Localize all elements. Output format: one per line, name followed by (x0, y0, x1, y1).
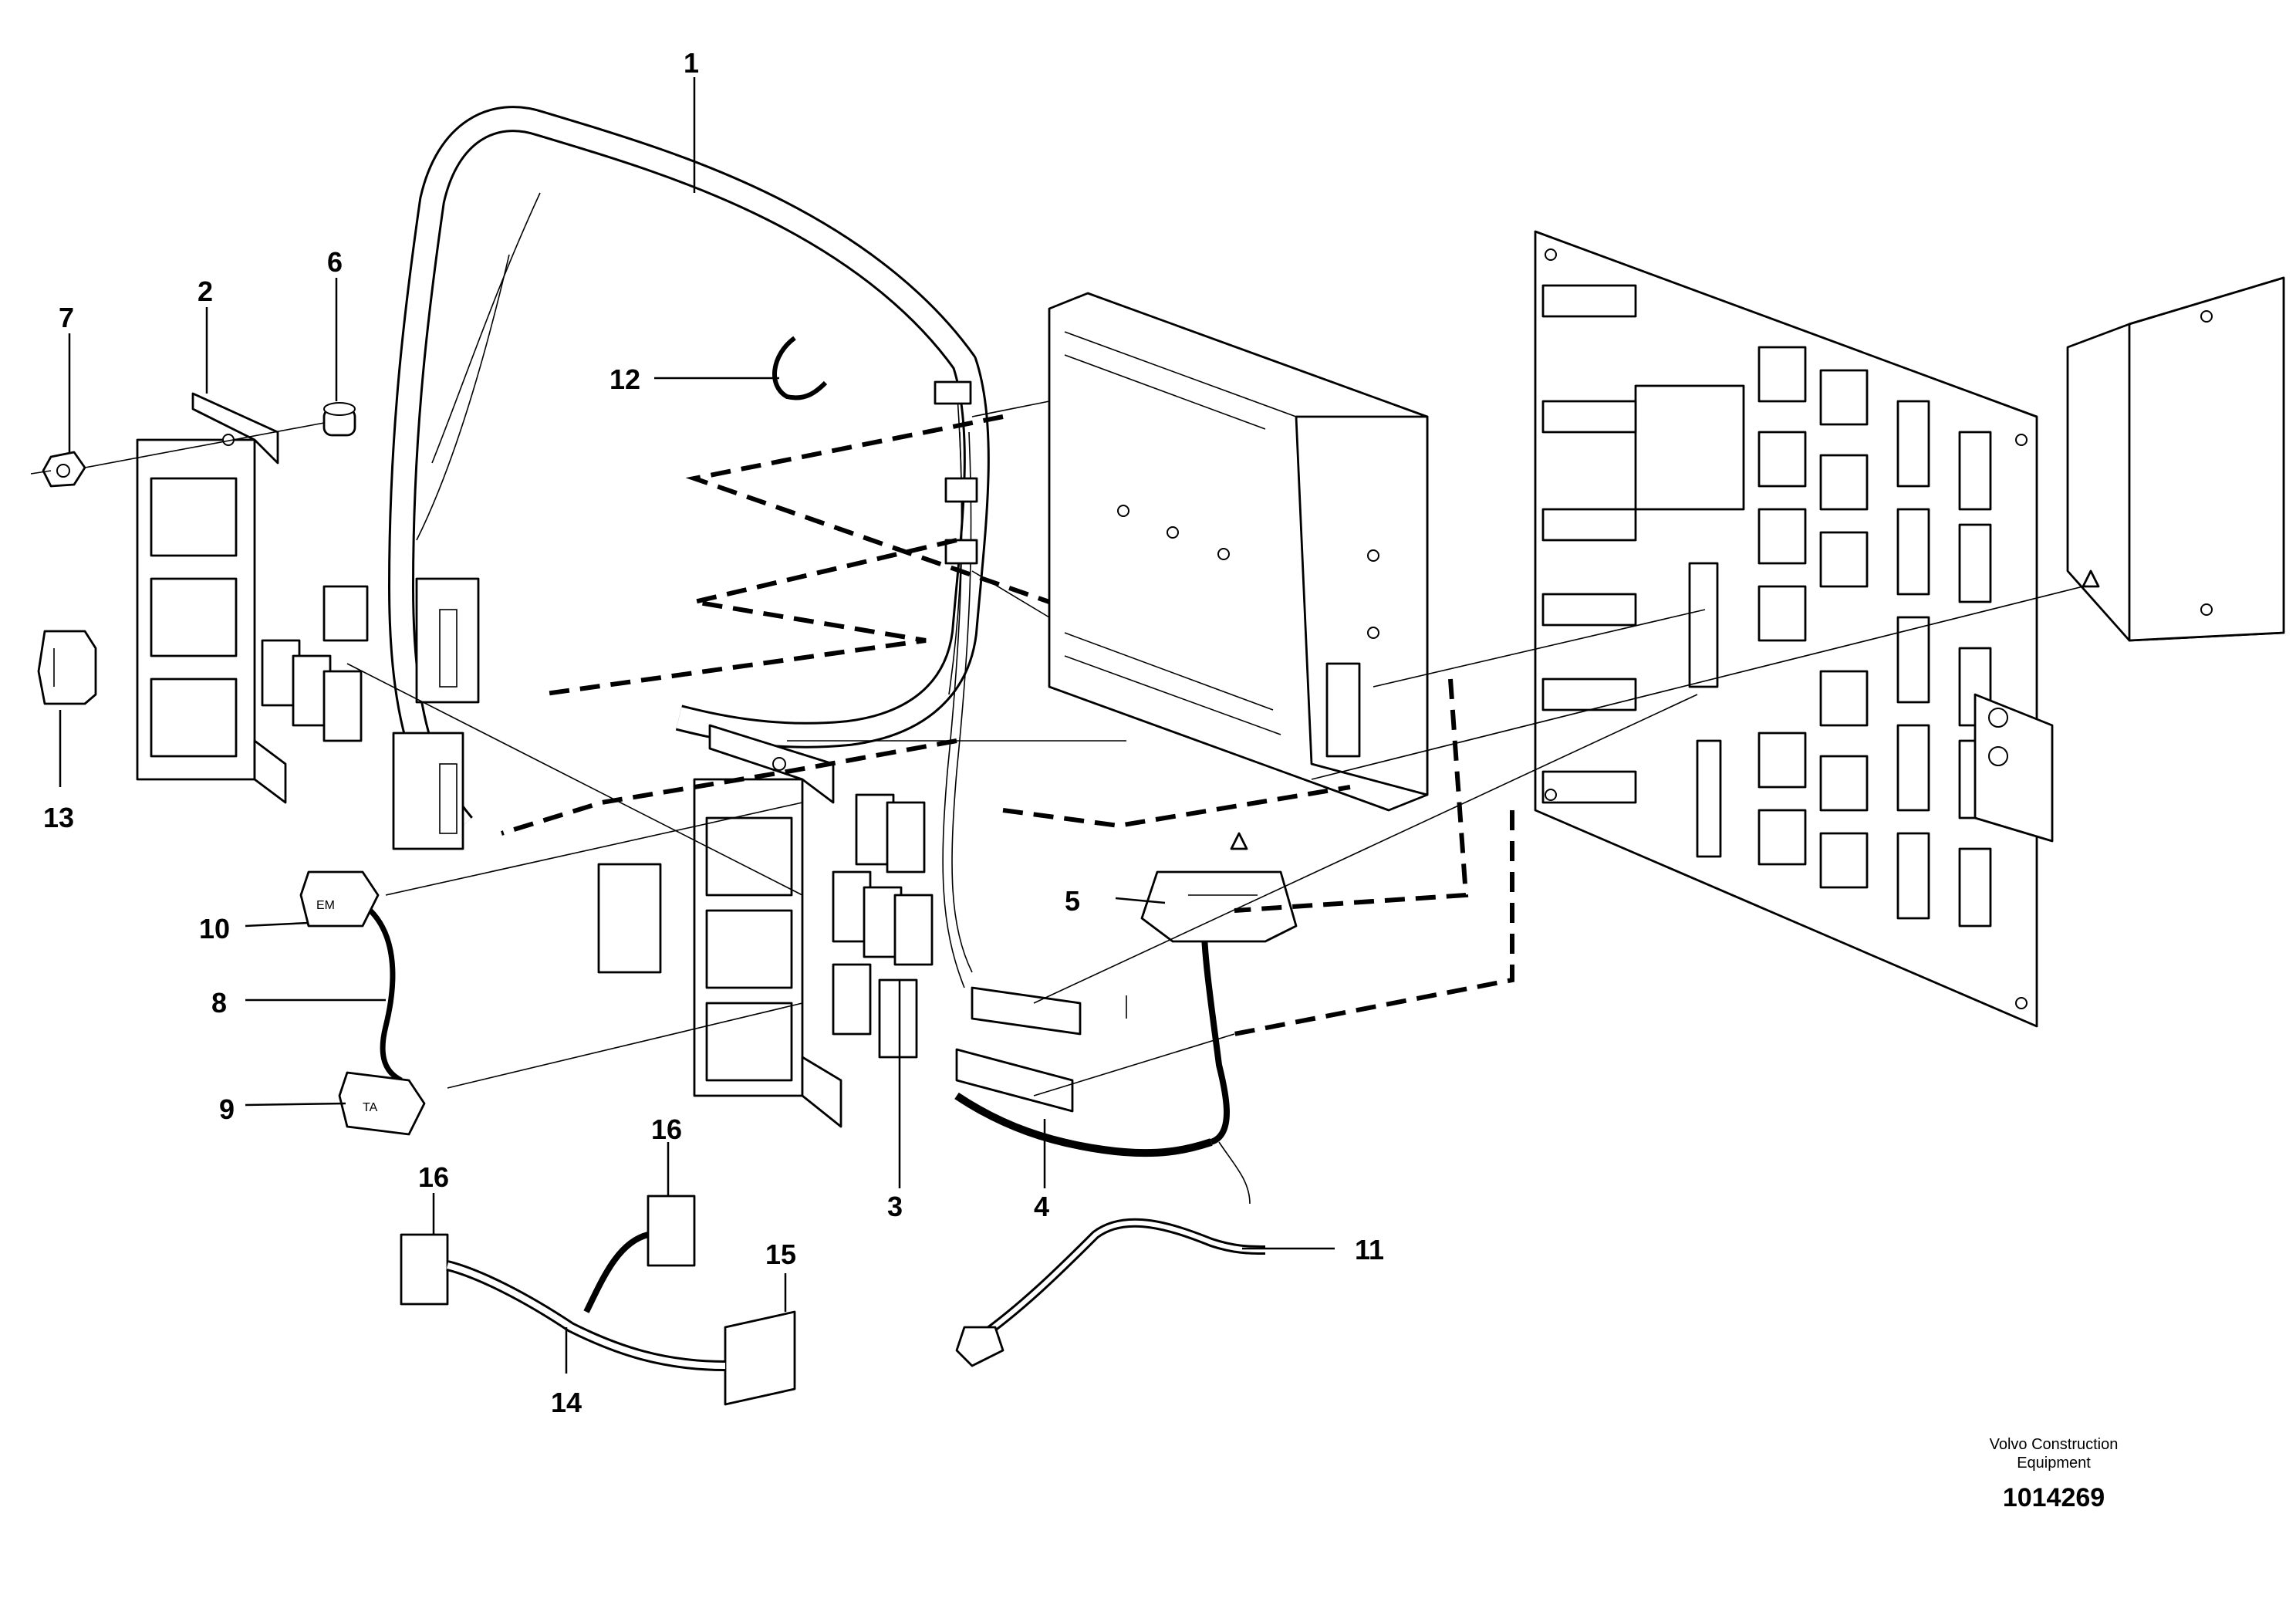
callout-2: 2 (198, 275, 213, 307)
callout-4: 4 (1034, 1191, 1049, 1222)
drawing-caption: Volvo Construction Equipment 1014269 (1990, 1436, 2119, 1512)
callout-14: 14 (551, 1387, 582, 1418)
board-edge-connectors (1541, 284, 1722, 858)
single-cable (955, 1218, 1266, 1367)
sub-harness (954, 870, 1298, 1205)
small-harness-em-ta: EM TA (299, 870, 426, 1136)
branch-harness (400, 1195, 796, 1406)
caption-line-2: Equipment (2017, 1455, 2091, 1472)
spacer-sleeve (322, 402, 356, 437)
callout-6: 6 (327, 246, 343, 278)
callout-11: 11 (1355, 1234, 1384, 1265)
relay-group-center (832, 793, 934, 1059)
callout-16-upper: 16 (651, 1113, 682, 1145)
relay-group-left (261, 577, 480, 850)
callout-16-lower: 16 (418, 1161, 449, 1193)
callout-10: 10 (199, 913, 230, 944)
tag-ta: TA (363, 1101, 378, 1114)
drawing-number: 1014269 (2003, 1483, 2105, 1512)
blanking-plug (37, 630, 97, 705)
board-fuses (1896, 400, 1992, 928)
wiring-harness-main (388, 106, 990, 988)
callout-12: 12 (609, 363, 640, 395)
callout-1: 1 (684, 47, 699, 79)
nut (30, 422, 325, 488)
control-unit-box (1048, 292, 1429, 812)
callout-13: 13 (43, 802, 74, 833)
callout-15: 15 (765, 1238, 796, 1270)
cover-plate (2066, 276, 2285, 642)
circuit-board (1534, 230, 2054, 1028)
callout-3: 3 (887, 1191, 903, 1222)
callout-5: 5 (1065, 885, 1080, 917)
relay-bracket-center (597, 724, 842, 1128)
relay-bracket-left (136, 392, 287, 804)
tag-em: EM (316, 899, 335, 912)
callout-8: 8 (211, 987, 227, 1019)
cable-clip (772, 336, 828, 400)
callout-numbers: 1 2 3 4 5 6 7 8 9 10 11 12 13 14 15 16 1… (43, 47, 1384, 1418)
assembly-guide-lines (346, 400, 2100, 1097)
caption-line-1: Volvo Construction (1990, 1436, 2119, 1453)
leader-lines (59, 77, 1335, 1374)
board-relays (1634, 346, 1869, 889)
callout-9: 9 (219, 1093, 235, 1125)
board-mounting-plate (1974, 693, 2054, 843)
callout-7: 7 (59, 302, 74, 333)
